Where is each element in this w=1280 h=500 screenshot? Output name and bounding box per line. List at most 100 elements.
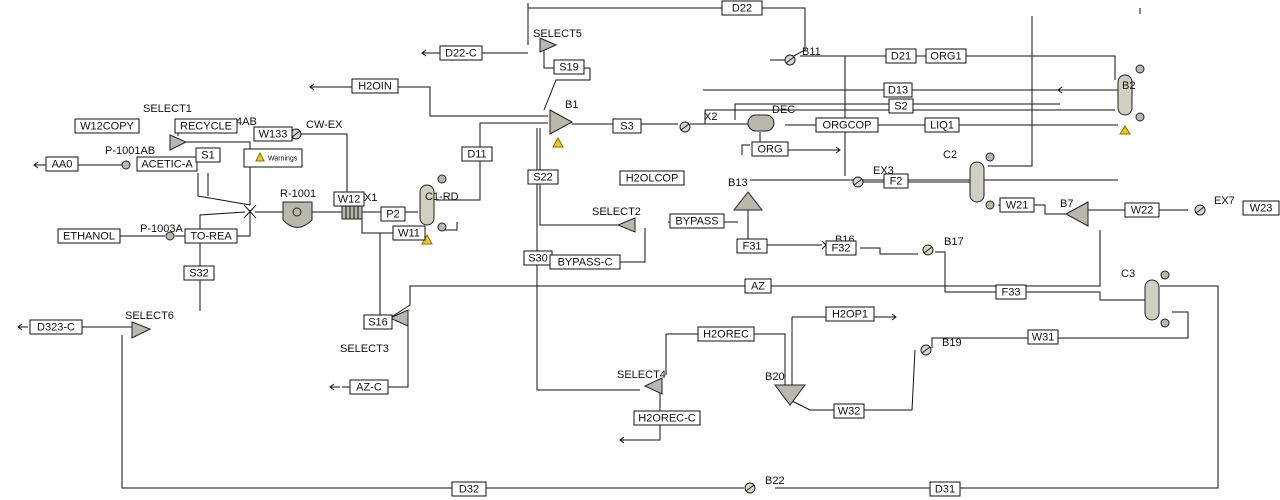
b1-splitter[interactable] [549,109,574,135]
stream-label-d323-c[interactable]: D323-C [29,319,83,335]
stream-label-org1[interactable]: ORG1 [925,48,967,64]
stream-label-w23[interactable]: W23 [1242,200,1280,216]
stream-label-az-c[interactable]: AZ-C [349,379,389,395]
stream-label-text: S30 [528,253,548,265]
select3-block[interactable] [388,309,409,327]
stream-label-h2olcop[interactable]: H2OLCOP [619,170,685,186]
stream-label-text: BYPASS-C [558,257,613,269]
b17-heater[interactable] [922,244,934,256]
stream-label-aa0[interactable]: AA0 [45,156,79,172]
stream-label-s22[interactable]: S22 [527,169,559,185]
stream-label-h2op1[interactable]: H2OP1 [825,306,875,322]
stream-label-w21[interactable]: W21 [999,197,1035,213]
stream-label-text: D323-C [37,322,75,334]
stream-label-az[interactable]: AZ [744,278,772,294]
b19-heater[interactable] [920,344,932,356]
x2-heater[interactable] [679,121,691,133]
stream-label-w11[interactable]: W11 [392,225,426,241]
stream-label-bypass-c[interactable]: BYPASS-C [549,254,621,270]
b13-splitter[interactable] [732,191,764,211]
stream-label-w32[interactable]: W32 [833,403,865,419]
stream-label-text: D11 [467,149,486,161]
stream-label-s3[interactable]: S3 [612,118,642,134]
stream-label-f32[interactable]: F32 [825,240,857,256]
stream-label-d13[interactable]: D13 [883,82,913,98]
block-name-b20: B20 [765,371,785,383]
stream-label-s1[interactable]: S1 [195,147,221,163]
c1rd-column[interactable] [419,174,447,232]
stream-label-d11[interactable]: D11 [461,146,493,162]
stream-label-s2[interactable]: S2 [888,98,914,114]
c2-column[interactable] [969,152,995,210]
b16-block[interactable] [821,240,827,250]
stream-label-w31[interactable]: W31 [1027,329,1059,345]
stream-label-ethanol[interactable]: ETHANOL [57,228,121,244]
stream-label-text: F2 [890,176,903,188]
stream-label-p2[interactable]: P2 [380,206,406,222]
b2-column[interactable] [1117,64,1145,122]
block-name-c3: C3 [1121,268,1135,280]
stream-label-h2oin[interactable]: H2OIN [351,78,399,94]
stream-label-s16[interactable]: S16 [363,314,393,330]
stream-label-text: S3 [620,121,633,133]
stream-label-f2[interactable]: F2 [883,173,909,189]
c3-column[interactable] [1144,270,1170,328]
block-name-select2: SELECT2 [592,206,641,218]
stream-label-f31[interactable]: F31 [736,238,768,254]
b11-heater[interactable] [784,54,796,66]
stream-label-w12[interactable]: W12 [333,191,365,207]
stream-label-f33[interactable]: F33 [995,284,1027,300]
b20-splitter[interactable] [774,384,806,406]
block-name-b17: B17 [944,236,964,248]
stream-label-d31[interactable]: D31 [929,481,961,497]
mixer-block[interactable] [243,204,257,219]
stream-label-w133[interactable]: W133 [253,126,293,142]
stream-label-s19[interactable]: S19 [553,59,585,75]
d13-arrow [1057,86,1066,94]
block-name-dec: DEC [772,104,795,116]
select2-block[interactable] [616,217,636,233]
stream-label-d21[interactable]: D21 [885,48,917,64]
select5-block[interactable] [539,37,558,53]
stream-label-text: S2 [894,101,907,113]
stream-label-text: W11 [398,228,420,240]
select6-block[interactable] [131,321,152,339]
stream-label-w22[interactable]: W22 [1124,202,1160,218]
x1-exchanger[interactable] [341,204,363,220]
ex3-heater[interactable] [852,176,864,188]
stream-label-recycle[interactable]: RECYCLE [174,118,238,134]
p1001ab-pump[interactable] [121,160,131,170]
stream-label-h2orec-c[interactable]: H2OREC-C [633,410,701,426]
stream-label-acetic-a[interactable]: ACETIC-A [136,156,198,172]
stream-label-liq1[interactable]: LIQ1 [924,117,960,133]
stream-label-text: AA0 [52,159,73,171]
stream-label-text: D31 [935,484,955,496]
stream-label-d22[interactable]: D22 [721,0,763,16]
stream-label-d32[interactable]: D32 [451,481,487,497]
select1-block[interactable] [169,134,188,151]
select4-block[interactable] [643,377,663,395]
r1001-reactor[interactable] [282,201,313,228]
ex7-heater[interactable] [1194,204,1206,216]
stream-label-text: ORGCOP [823,120,872,132]
stream-label-text: S16 [368,317,388,329]
stream-label-to-rea[interactable]: TO-REA [184,228,238,244]
dec-decanter[interactable] [747,114,775,132]
stream-label-d22-c[interactable]: D22-C [439,45,483,61]
stream-label-s30[interactable]: S30 [523,250,553,266]
stream-label-s32[interactable]: S32 [183,265,215,281]
stream-label-org[interactable]: ORG [751,141,789,157]
block-name-b2: B2 [1122,80,1135,92]
stream-label-bypass[interactable]: BYPASS [669,213,725,229]
stream-label-w12copy[interactable]: W12COPY [74,118,140,134]
block-name-p-1003a: P-1003A [140,223,183,235]
b7-splitter[interactable] [1064,201,1089,227]
equipment [17,37,1277,494]
p1003a-pump[interactable] [165,231,175,241]
stream-label-text: W12COPY [80,121,134,133]
stream-label-text: H2OREC-C [638,413,696,425]
warnings-box[interactable]: Warnings [243,148,303,168]
stream-label-h2orec[interactable]: H2OREC [697,326,755,342]
stream-label-orgcop[interactable]: ORGCOP [815,117,879,133]
b22-heater[interactable] [744,482,756,494]
